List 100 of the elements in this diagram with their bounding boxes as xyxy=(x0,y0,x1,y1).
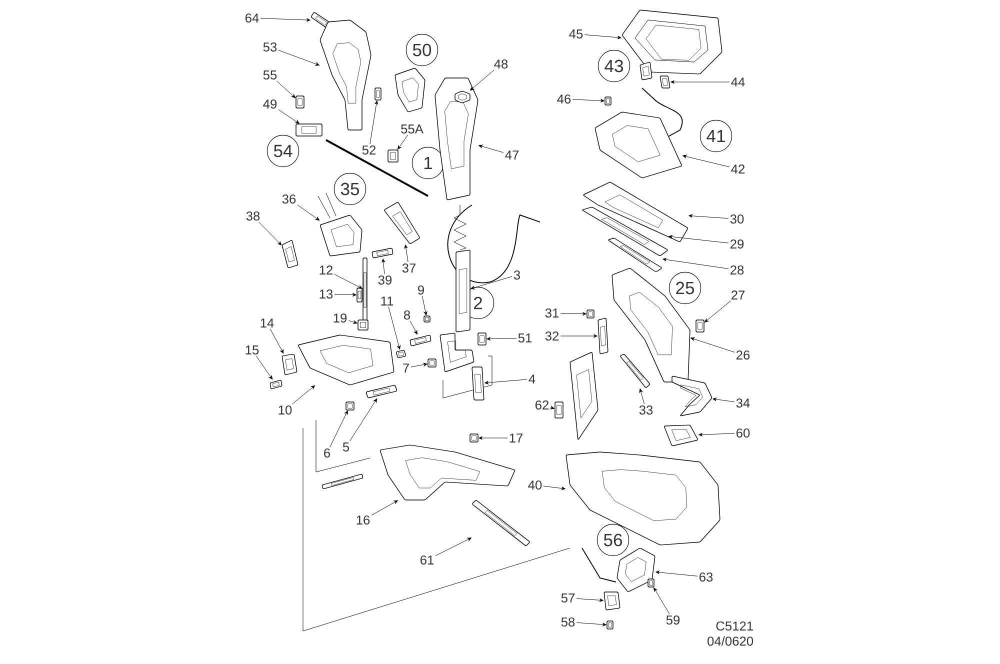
callout-number: 27 xyxy=(731,290,745,300)
callout-number: 53 xyxy=(263,42,277,52)
callout-number: 51 xyxy=(518,334,532,342)
leader-line xyxy=(656,570,698,576)
leader-line xyxy=(704,300,731,322)
callout-number: 39 xyxy=(378,275,392,285)
leader-line xyxy=(478,436,508,440)
callout-number: 10 xyxy=(278,405,292,415)
callout-number: 46 xyxy=(557,94,571,104)
leader-line xyxy=(682,154,730,168)
callout-number: 14 xyxy=(260,318,274,328)
leader-line xyxy=(688,214,729,219)
leader-line xyxy=(584,34,622,40)
circled-number: 1 xyxy=(412,146,444,180)
leader-line xyxy=(560,334,598,338)
callout-number: 8 xyxy=(404,310,410,320)
strip xyxy=(582,206,668,256)
leader-line xyxy=(276,80,296,98)
lever xyxy=(384,202,420,244)
cover-panel xyxy=(583,182,688,242)
actuator xyxy=(616,548,656,592)
leader-line xyxy=(388,306,401,350)
callout-number: 55 xyxy=(263,70,277,80)
leader-line xyxy=(484,379,528,384)
screw xyxy=(606,620,614,630)
callout-number: 32 xyxy=(545,331,559,341)
callout-number: 57 xyxy=(561,594,575,602)
button xyxy=(282,354,298,376)
callout-number: 38 xyxy=(246,211,260,221)
drawing-number: C5121 xyxy=(716,621,753,631)
knob-socket xyxy=(640,62,652,80)
callout-number: 34 xyxy=(736,398,750,408)
leader-line xyxy=(654,588,670,614)
clip xyxy=(478,332,486,346)
callout-number: 42 xyxy=(731,164,745,174)
leader-line xyxy=(470,70,494,91)
leader-line xyxy=(398,134,408,150)
callout-number: 4 xyxy=(528,374,536,384)
callout-number: 37 xyxy=(402,263,416,273)
leader-line xyxy=(662,258,729,269)
callout-number: 40 xyxy=(528,480,542,490)
spring xyxy=(356,288,362,302)
leader-line xyxy=(670,80,730,84)
callout-number: 13 xyxy=(320,289,333,299)
screw xyxy=(648,578,654,588)
leader-line xyxy=(410,362,428,368)
leader-line xyxy=(278,50,320,66)
selector-block xyxy=(394,68,426,112)
rod xyxy=(472,500,530,546)
callout-number: 28 xyxy=(730,265,744,275)
callout-number: 63 xyxy=(700,572,713,582)
callout-number: 44 xyxy=(731,78,745,86)
drawing-number: 04/0620 xyxy=(708,636,754,646)
lever xyxy=(296,124,322,136)
pin xyxy=(270,380,282,390)
circled-number: 56 xyxy=(596,524,630,556)
circled-number: 54 xyxy=(266,134,300,168)
leader-line xyxy=(330,410,348,448)
trim-frame xyxy=(622,10,722,74)
callout-number: 59 xyxy=(666,615,680,625)
callout-number: 11 xyxy=(381,296,394,306)
cable xyxy=(672,376,712,416)
callout-number: 47 xyxy=(505,150,519,160)
callout-number: 30 xyxy=(730,214,744,224)
leader-line xyxy=(478,144,504,153)
leader-line xyxy=(572,98,604,102)
mounting-bracket xyxy=(380,444,515,500)
callout-number: 19 xyxy=(334,313,347,323)
clip xyxy=(586,310,594,318)
selector-housing xyxy=(440,332,474,372)
callout-number: 3 xyxy=(514,270,520,280)
leader-line xyxy=(256,356,273,380)
bolt xyxy=(322,474,364,490)
knob-shell xyxy=(320,20,372,130)
leader-line xyxy=(404,244,408,262)
lever xyxy=(598,318,608,354)
leader-line xyxy=(410,320,418,334)
callout-number: 26 xyxy=(736,350,750,360)
leader-line xyxy=(278,109,300,124)
leader-line xyxy=(576,622,606,626)
callout-number: 12 xyxy=(320,266,333,274)
callout-number: 15 xyxy=(246,346,259,354)
leader-line xyxy=(435,538,472,556)
circled-number: 35 xyxy=(334,172,366,206)
callout-number: 58 xyxy=(561,617,575,627)
plug xyxy=(604,592,620,610)
callout-number: 7 xyxy=(403,364,409,372)
leader-line xyxy=(382,258,386,274)
bracket xyxy=(298,334,394,386)
leader-line xyxy=(668,235,729,244)
leader-line xyxy=(712,398,735,402)
circled-number: 25 xyxy=(668,272,702,304)
console-housing xyxy=(566,452,720,546)
callout-number: 49 xyxy=(263,99,277,109)
connector xyxy=(664,424,698,446)
callout-number: 33 xyxy=(639,405,653,415)
bolt xyxy=(410,334,432,346)
shift-stem xyxy=(456,250,470,332)
leader-line xyxy=(560,312,586,316)
leader-line xyxy=(639,388,645,404)
